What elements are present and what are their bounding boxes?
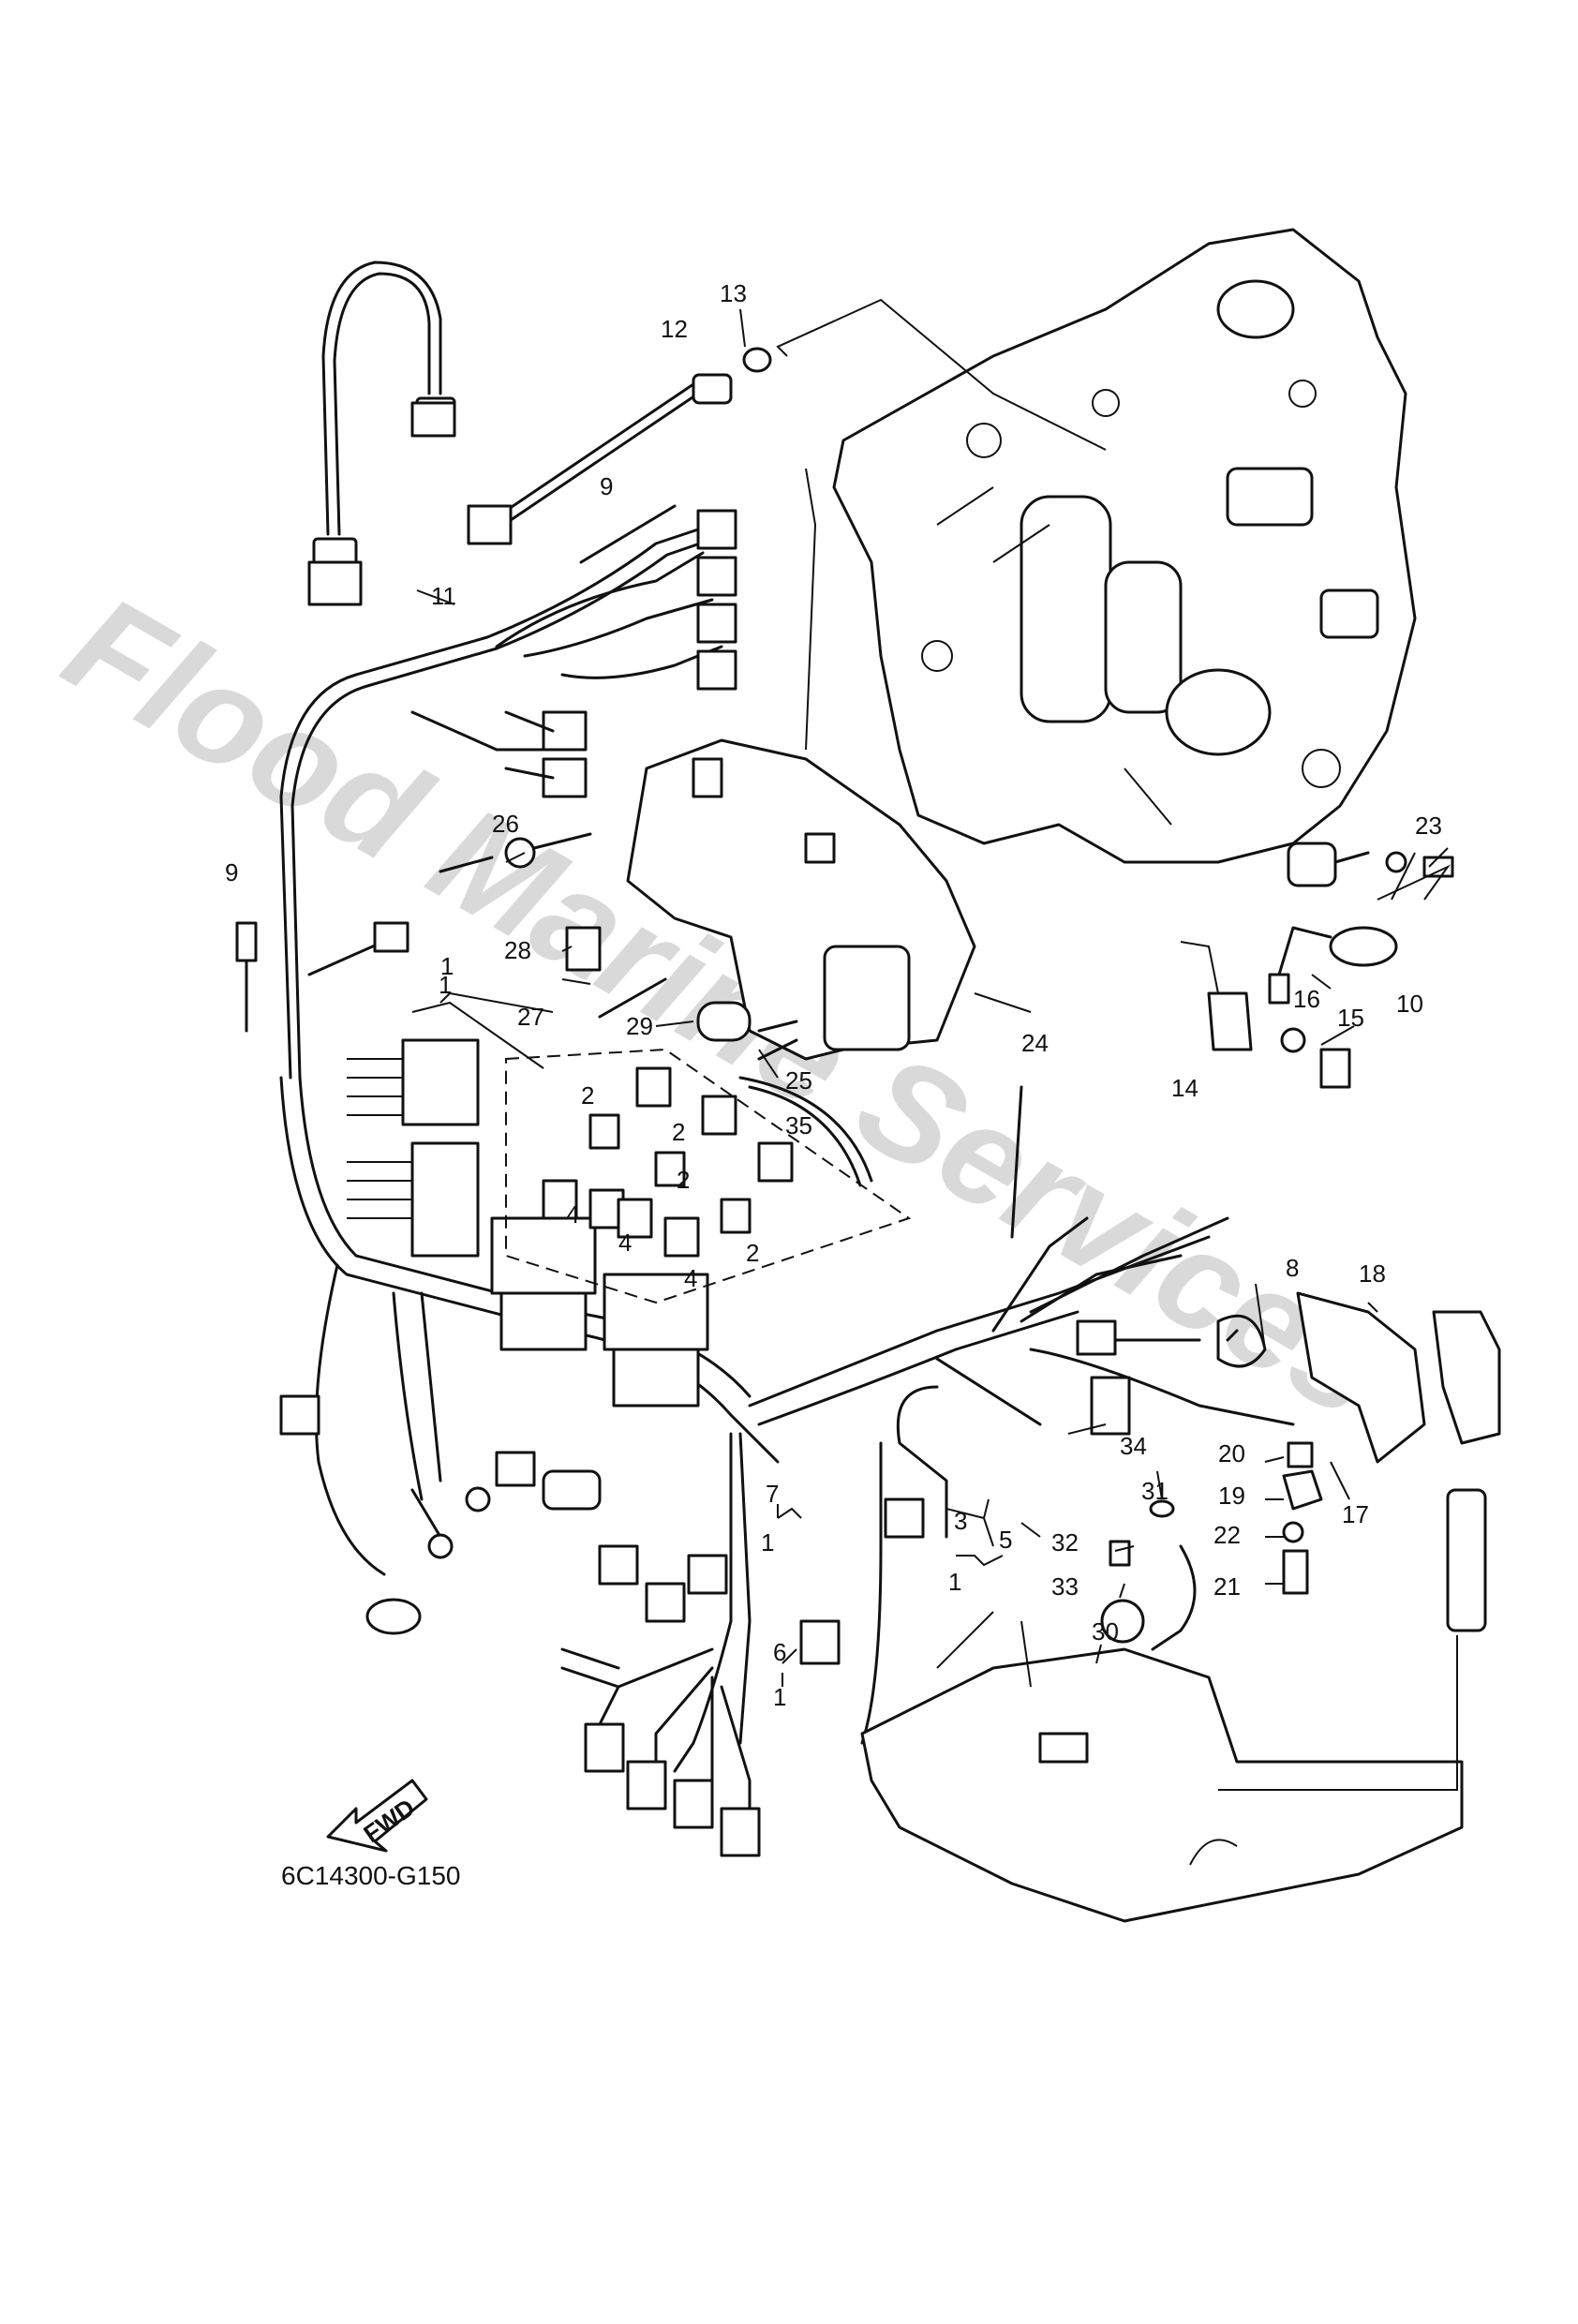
callout-19: 19 bbox=[1218, 1482, 1245, 1510]
bottom-connectors bbox=[279, 1394, 925, 1857]
callout-1-a: 1 bbox=[761, 1528, 774, 1557]
callout-10: 10 bbox=[1396, 990, 1423, 1018]
callout-30: 30 bbox=[1092, 1617, 1119, 1646]
callout-1-d: 1 bbox=[440, 952, 454, 980]
callout-28: 28 bbox=[504, 936, 531, 964]
callout-4-c: 4 bbox=[684, 1264, 697, 1292]
engine-block bbox=[832, 228, 1417, 864]
callout-2-a: 2 bbox=[581, 1081, 594, 1110]
callout-9-b: 9 bbox=[225, 858, 238, 886]
callout-4-a: 4 bbox=[566, 1200, 579, 1229]
leader-lines bbox=[411, 298, 1458, 1791]
callout-2-b: 2 bbox=[672, 1118, 685, 1146]
callout-14: 14 bbox=[1171, 1074, 1198, 1102]
callout-4-b: 4 bbox=[618, 1229, 632, 1257]
callout-32: 32 bbox=[1051, 1528, 1079, 1557]
callout-17: 17 bbox=[1342, 1500, 1369, 1528]
callout-21: 21 bbox=[1213, 1572, 1241, 1601]
callout-7: 7 bbox=[766, 1480, 779, 1508]
callout-3: 3 bbox=[954, 1507, 967, 1535]
callout-2-c: 2 bbox=[677, 1166, 690, 1194]
callout-33: 33 bbox=[1051, 1572, 1079, 1601]
diagram-code: 6C14300-G150 bbox=[281, 1861, 460, 1890]
callout-11: 11 bbox=[431, 582, 456, 610]
callout-13: 13 bbox=[720, 279, 747, 307]
callout-1-main: 1 bbox=[439, 971, 452, 999]
callout-26: 26 bbox=[492, 810, 519, 838]
callout-34: 34 bbox=[1120, 1432, 1147, 1460]
callout-18: 18 bbox=[1359, 1259, 1386, 1288]
callout-1-c: 1 bbox=[948, 1568, 961, 1596]
callout-8: 8 bbox=[1286, 1254, 1299, 1282]
sub-harness-upper bbox=[307, 261, 772, 798]
callout-labels: 1 1 1 1 1 2 2 2 2 3 4 4 4 5 6 7 8 9 9 10… bbox=[225, 279, 1442, 1711]
callout-25: 25 bbox=[785, 1066, 812, 1095]
callout-24: 24 bbox=[1021, 1029, 1049, 1057]
callout-12: 12 bbox=[661, 315, 688, 343]
callout-29: 29 bbox=[626, 1012, 653, 1040]
callout-5: 5 bbox=[999, 1526, 1012, 1554]
fwd-arrow-icon: FWD bbox=[326, 1779, 428, 1853]
callout-20: 20 bbox=[1218, 1439, 1245, 1467]
callout-22: 22 bbox=[1213, 1521, 1241, 1549]
callout-9-a: 9 bbox=[600, 472, 613, 500]
callout-27: 27 bbox=[517, 1003, 544, 1031]
right-side-parts bbox=[1076, 842, 1501, 1698]
relay-detail-box bbox=[505, 1048, 912, 1304]
callout-15: 15 bbox=[1337, 1004, 1364, 1032]
callout-23: 23 bbox=[1415, 812, 1442, 840]
bracket-plate bbox=[626, 738, 976, 1061]
callout-6: 6 bbox=[773, 1638, 786, 1666]
junction-box-group bbox=[347, 1038, 709, 1408]
callout-31: 31 bbox=[1141, 1477, 1169, 1505]
callout-35: 35 bbox=[785, 1111, 812, 1140]
left-small-parts bbox=[235, 832, 798, 1061]
lower-casing bbox=[860, 1611, 1464, 1923]
callout-16: 16 bbox=[1293, 985, 1320, 1013]
callout-2-d: 2 bbox=[746, 1239, 759, 1267]
relay-connectors bbox=[542, 1066, 873, 1258]
callout-1-b: 1 bbox=[773, 1683, 786, 1711]
wire-harness bbox=[279, 523, 1295, 1820]
